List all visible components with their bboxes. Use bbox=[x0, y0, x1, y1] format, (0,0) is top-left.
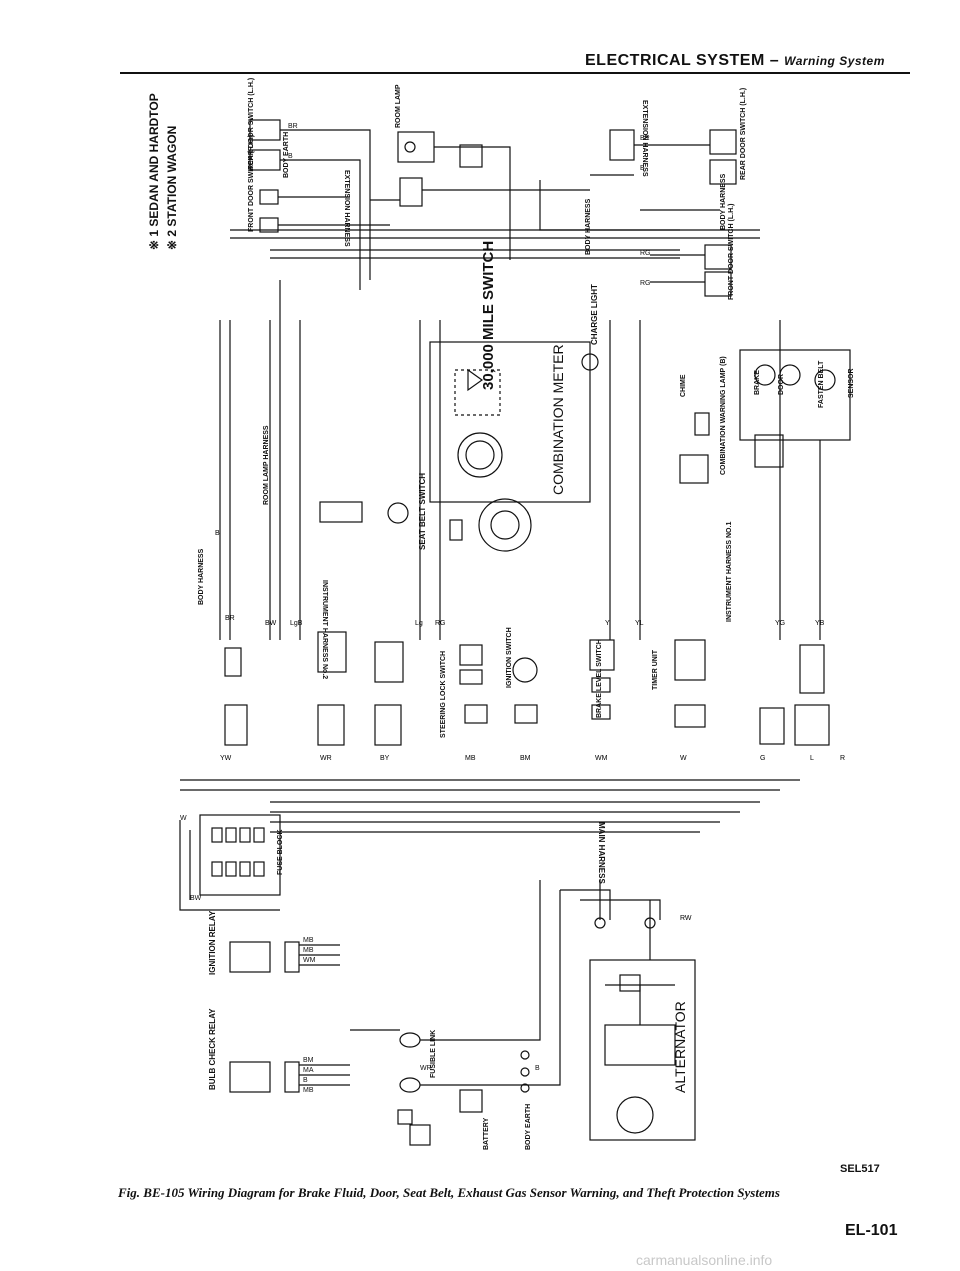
wire-code-label: WM bbox=[595, 755, 608, 762]
steering-lock-switch-label: STEERING LOCK SWITCH bbox=[440, 650, 447, 738]
svg-text:B: B bbox=[535, 1065, 540, 1072]
wire-code-label: L bbox=[810, 755, 814, 762]
svg-text:B: B bbox=[303, 1077, 308, 1084]
body-harness-left-label: BODY HARNESS bbox=[198, 548, 205, 605]
svg-text:B: B bbox=[640, 165, 645, 172]
svg-text:WR: WR bbox=[420, 1065, 432, 1072]
ignition-switch-label: IGNITION SWITCH bbox=[506, 627, 513, 688]
wire-code-label: W bbox=[680, 755, 687, 762]
battery-label: BATTERY bbox=[483, 1117, 490, 1150]
svg-text:WM: WM bbox=[303, 957, 316, 964]
room-lamp-label: ROOM LAMP bbox=[395, 84, 402, 128]
wire-code-label: BR bbox=[225, 615, 235, 622]
header-separator: – bbox=[769, 52, 780, 69]
header-rule bbox=[120, 72, 910, 74]
body-harness-right2-label: BODY HARNESS bbox=[720, 173, 727, 230]
figure-code: SEL517 bbox=[840, 1163, 880, 1175]
wiring-diagram: BR B BR B RG RG W BW MB MB WM BM MA B MB… bbox=[179, 119, 851, 1146]
extension-harness-right-label: EXTENSION HARNESS bbox=[641, 100, 648, 177]
wire-code-label: BM bbox=[520, 755, 531, 762]
wire-code-label: YG bbox=[775, 620, 785, 627]
figure-caption: Fig. BE-105 Wiring Diagram for Brake Flu… bbox=[118, 1185, 780, 1200]
svg-text:BR: BR bbox=[288, 123, 298, 130]
svg-text:MB: MB bbox=[303, 937, 314, 944]
body-harness-right-label: BODY HARNESS bbox=[585, 198, 592, 255]
wire-code-label: RW bbox=[680, 915, 692, 922]
svg-text:MB: MB bbox=[303, 947, 314, 954]
extension-harness-label: EXTENSION HARNESS bbox=[343, 170, 350, 247]
brake-level-switch-label: BRAKE LEVEL SWITCH bbox=[596, 639, 603, 718]
bulb-check-relay-label: BULB CHECK RELAY bbox=[208, 1008, 217, 1091]
wire-code-label: MB bbox=[465, 755, 476, 762]
svg-text:MA: MA bbox=[303, 1067, 314, 1074]
fuse-block-label: FUSE BLOCK bbox=[277, 829, 284, 876]
combination-warning-lamp-label: COMBINATION WARNING LAMP (B) bbox=[720, 356, 727, 475]
instrument-harness-1-label: INSTRUMENT HARNESS NO.1 bbox=[726, 521, 733, 622]
chime-label: CHIME bbox=[680, 374, 687, 397]
rear-door-switch-lh-label: REAR DOOR SWITCH (L.H.) bbox=[740, 87, 747, 180]
svg-text:MB: MB bbox=[303, 1087, 314, 1094]
svg-text:BW: BW bbox=[190, 895, 202, 902]
door-label: DOOR bbox=[778, 374, 785, 395]
wire-code-label: WR bbox=[320, 755, 332, 762]
wire-code-label: YW bbox=[220, 755, 232, 762]
wire-code-label: B bbox=[215, 530, 220, 537]
wire-code-label: Y bbox=[605, 620, 610, 627]
wire-code-label: BW bbox=[265, 620, 277, 627]
instrument-harness-2-label: INSTRUMENT HARNESS No.2 bbox=[321, 580, 328, 680]
wire-code-label: RG bbox=[435, 620, 446, 627]
body-earth-top-label: BODY EARTH bbox=[283, 131, 290, 178]
svg-text:BM: BM bbox=[303, 1057, 314, 1064]
room-lamp-harness-label: ROOM LAMP HARNESS bbox=[263, 425, 270, 505]
svg-text:RG: RG bbox=[640, 280, 651, 287]
svg-text:W: W bbox=[180, 815, 187, 822]
ignition-relay-label: IGNITION RELAY bbox=[208, 910, 217, 975]
page-header: ELECTRICAL SYSTEM – Warning System bbox=[585, 52, 885, 70]
svg-text:BR: BR bbox=[640, 135, 650, 142]
main-harness-label: MAIN HARNESS bbox=[597, 822, 606, 884]
fusible-link-label: FUSIBLE LINK bbox=[430, 1029, 437, 1078]
wire-code-label: R bbox=[840, 755, 845, 762]
sensor-label: SENSOR bbox=[848, 368, 855, 398]
charge-light-label: CHARGE LIGHT bbox=[590, 284, 599, 345]
header-subsection: Warning System bbox=[784, 54, 885, 68]
alternator-label: ALTERNATOR bbox=[672, 1001, 688, 1093]
seat-belt-switch-label: SEAT BELT SWITCH bbox=[418, 472, 427, 550]
wire-code-label: YB bbox=[815, 620, 825, 627]
body-earth-bottom-label: BODY EARTH bbox=[525, 1103, 532, 1150]
svg-text:B: B bbox=[288, 153, 293, 160]
watermark: carmanualsonline.info bbox=[636, 1252, 773, 1268]
wire-code-label: Lg bbox=[415, 620, 423, 627]
page-number: EL-101 bbox=[845, 1222, 898, 1239]
wire-code-label: YL bbox=[635, 620, 644, 627]
front-door-switch-lh-label: FRONT DOOR SWITCH (L.H.) bbox=[728, 203, 735, 300]
rear-door-switch-rh-label: REAR DOOR SWITCH (L.H.) bbox=[248, 77, 255, 170]
wire-code-label: G bbox=[760, 755, 765, 762]
wire-code-label: LgB bbox=[290, 620, 303, 627]
brake-label: BRAKE bbox=[754, 370, 761, 395]
timer-unit-label: TIMER UNIT bbox=[652, 649, 659, 690]
mile-switch-label: 30,000 MILE SWITCH bbox=[480, 240, 497, 390]
header-section: ELECTRICAL SYSTEM bbox=[585, 52, 765, 69]
combination-meter-label: COMBINATION METER bbox=[550, 344, 566, 495]
fasten-belt-label: FASTEN BELT bbox=[818, 360, 825, 408]
wire-code-label: BY bbox=[380, 755, 390, 762]
svg-text:RG: RG bbox=[640, 250, 651, 257]
